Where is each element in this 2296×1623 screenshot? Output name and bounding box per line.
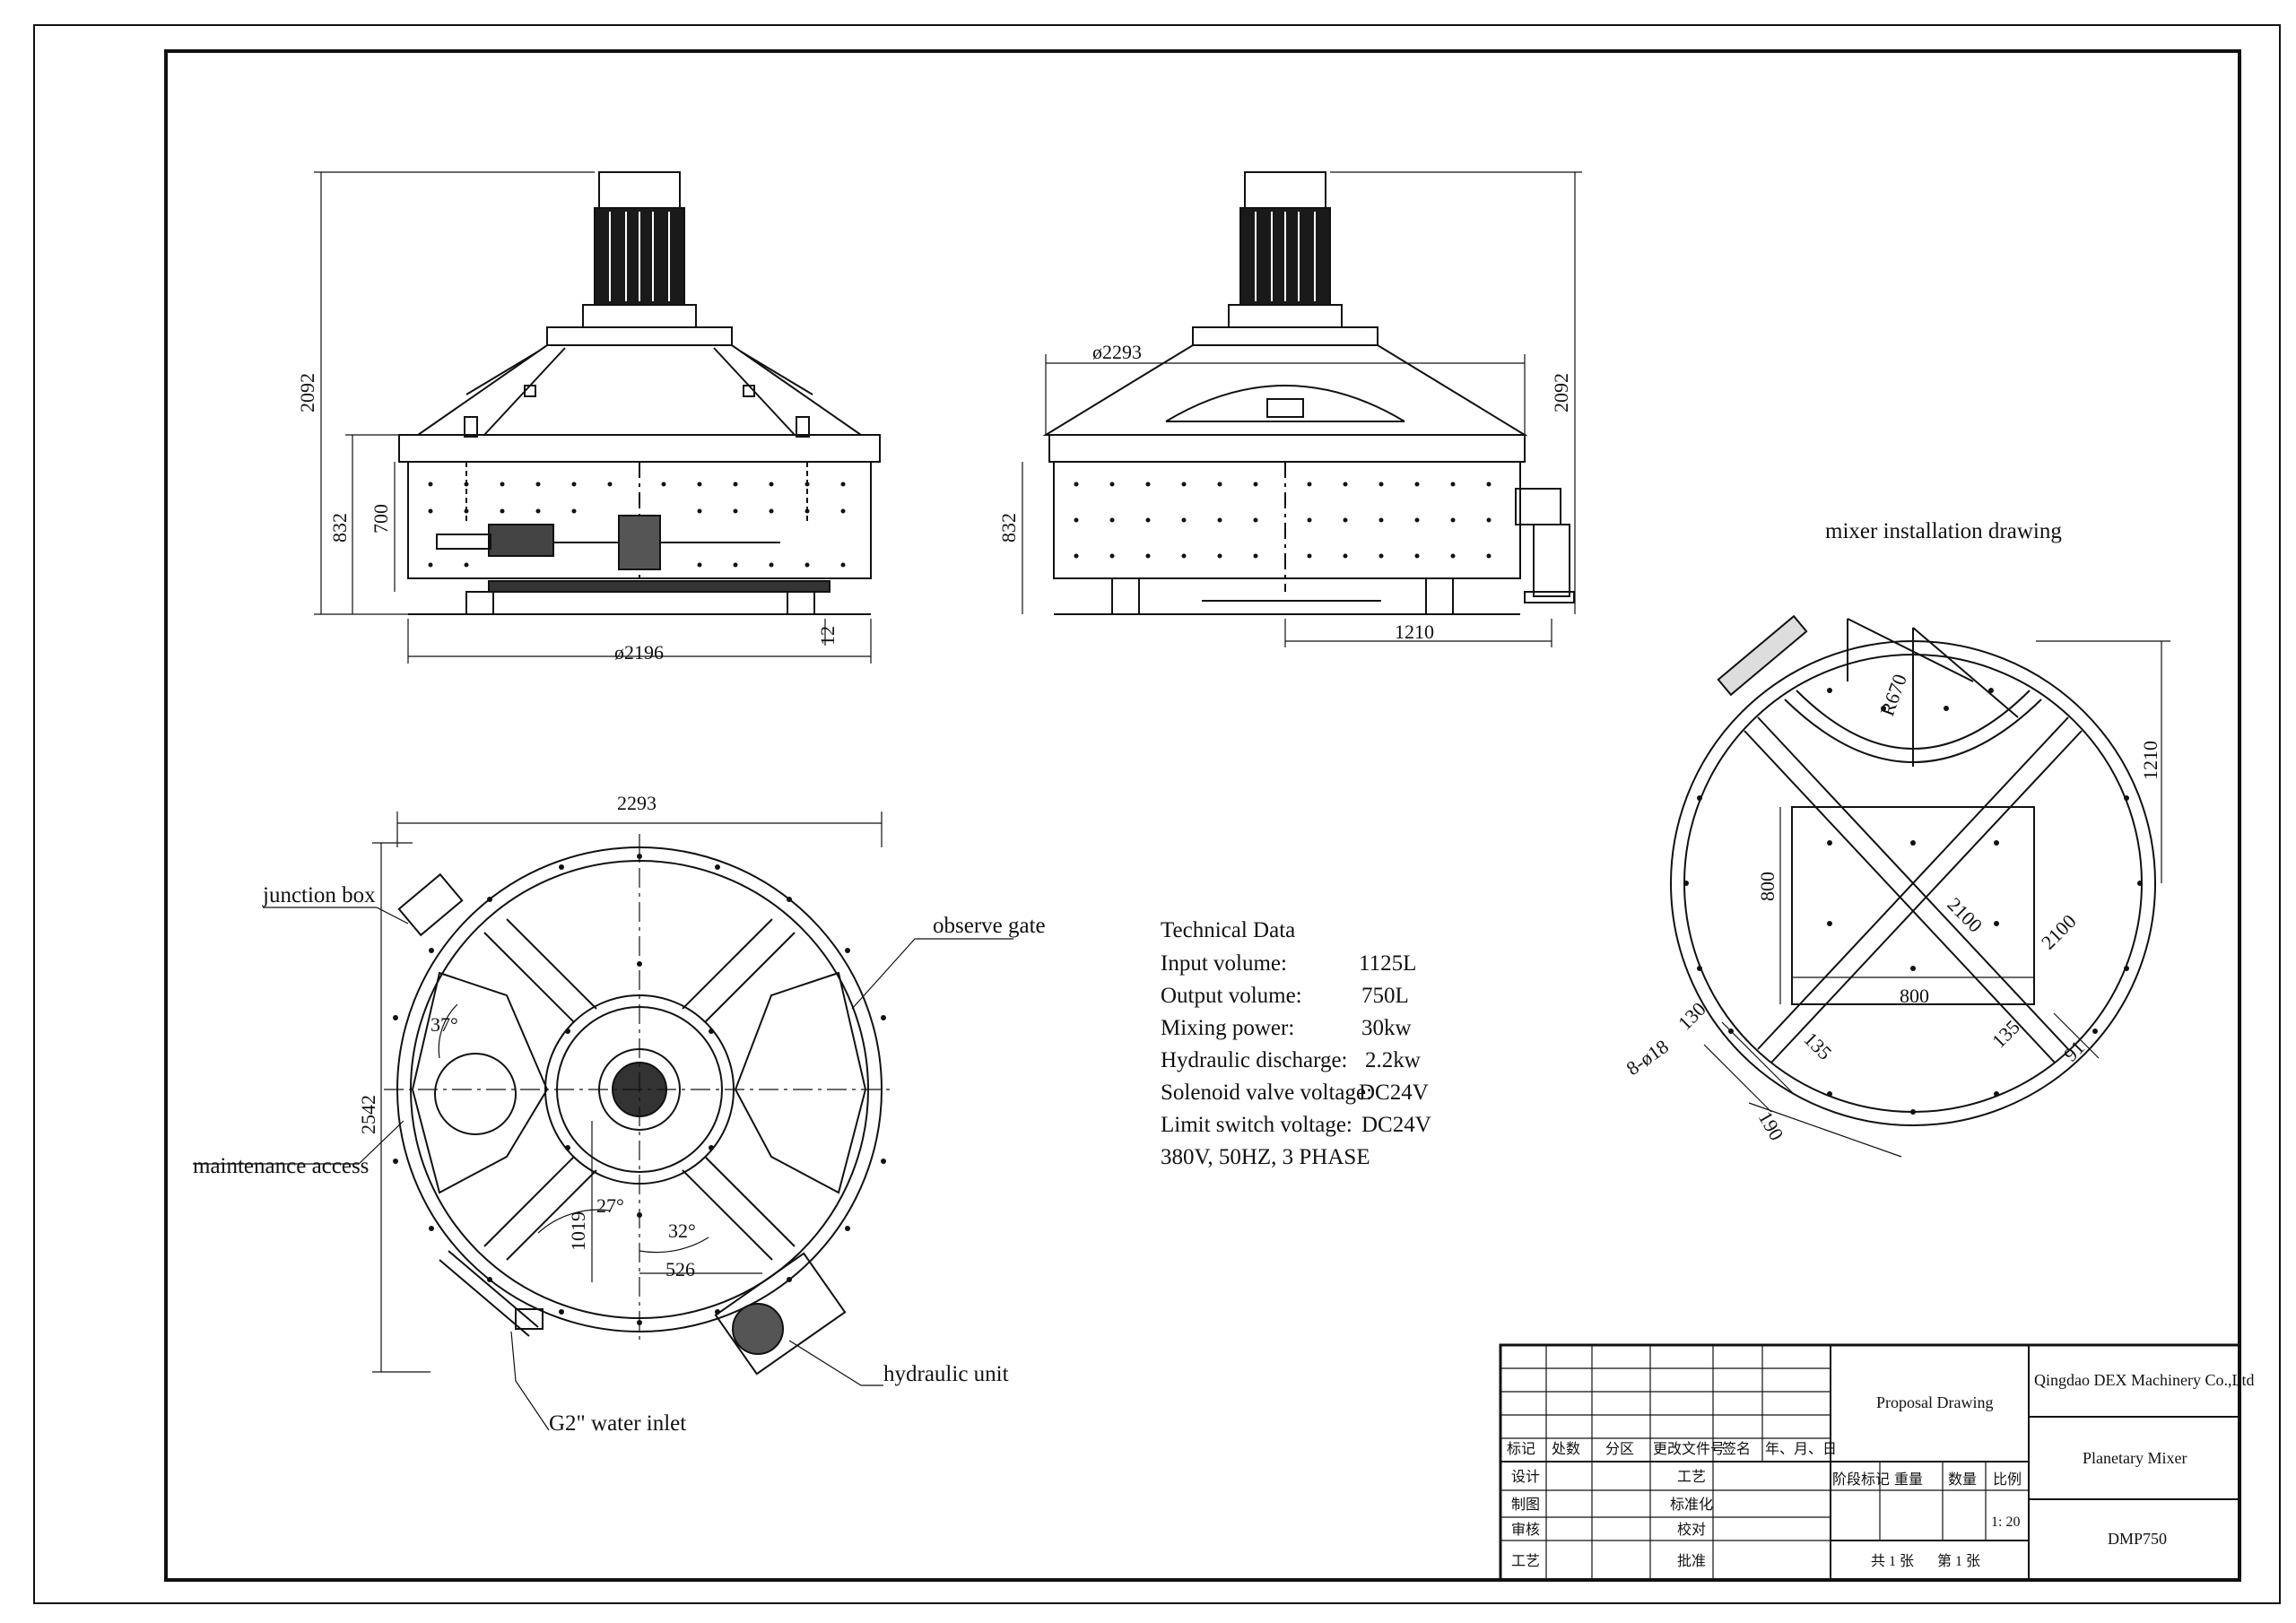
tb-header-count: 处数 — [1552, 1441, 1580, 1457]
tb-role-process: 工艺 — [1511, 1553, 1540, 1569]
side-offset-1210: 1210 — [1395, 621, 1434, 643]
install-diag-2100-b: 2100 — [2037, 910, 2081, 954]
tech-label-output: Output volume: — [1161, 984, 1302, 1008]
tb-scale-value: 1: 20 — [1991, 1515, 2020, 1530]
install-radius-670: R670 — [1875, 671, 1911, 718]
tb-header-signature: 签名 — [1722, 1441, 1751, 1457]
tb-role-standardization: 标准化 — [1670, 1497, 1713, 1513]
tb-scale-header: 比例 — [1993, 1471, 2022, 1488]
install-pad-135-b: 135 — [1987, 1016, 2024, 1053]
top-depth-2542: 2542 — [357, 1095, 379, 1134]
tb-role-proofread: 校对 — [1677, 1522, 1706, 1538]
tb-weight: 重量 — [1894, 1471, 1923, 1488]
top-angle-32: 32° — [668, 1219, 696, 1242]
top-width-2293: 2293 — [617, 792, 657, 814]
top-angle-37: 37° — [430, 1013, 458, 1036]
outer-border — [33, 24, 2281, 1604]
tb-sheet-number: 第 1 张 — [1937, 1553, 1980, 1569]
tb-header-date: 年、月、日 — [1765, 1441, 1837, 1457]
top-arm-span-526: 526 — [665, 1258, 695, 1280]
top-arm-1019: 1019 — [567, 1211, 589, 1251]
install-diag-2100-a: 2100 — [1943, 893, 1987, 937]
tech-label-input: Input volume: — [1161, 951, 1287, 976]
tb-stage-mark: 阶段标记 — [1832, 1471, 1890, 1488]
top-plan-view — [384, 834, 895, 1376]
tb-product: Planetary Mixer — [2083, 1449, 2187, 1467]
top-plan-bolts — [393, 854, 886, 1325]
top-angle-27: 27° — [596, 1194, 624, 1217]
side-elevation-dimensions — [1022, 171, 1582, 647]
tb-role-drafting: 制图 — [1511, 1497, 1540, 1513]
install-bolts-8-18: 8-ø18 — [1622, 1035, 1673, 1080]
tech-label-mixing-power: Mixing power: — [1161, 1016, 1294, 1040]
tb-header-zone: 分区 — [1605, 1441, 1634, 1457]
tb-sheet-count: 共 1 张 — [1871, 1553, 1914, 1569]
installation-dimensions — [1703, 640, 2170, 1158]
tech-value-input: 1125L — [1359, 951, 1416, 976]
tb-quantity: 数量 — [1948, 1471, 1977, 1488]
install-pad-91: 91 — [2059, 1036, 2089, 1065]
tech-power-supply: 380V, 50HZ, 3 PHASE — [1161, 1145, 1370, 1169]
label-water-inlet: G2" water inlet — [549, 1411, 686, 1436]
tb-header-mark: 标记 — [1507, 1441, 1535, 1457]
tech-value-mixing-power: 30kw — [1361, 1016, 1412, 1040]
install-offset-1210: 1210 — [2139, 741, 2161, 780]
side-elevation-bolts — [1074, 482, 1492, 559]
tb-role-design: 设计 — [1511, 1469, 1540, 1485]
tech-label-solenoid: Solenoid valve voltage: — [1161, 1081, 1372, 1105]
tb-role-approve: 批准 — [1677, 1553, 1706, 1569]
technical-data-title: Technical Data — [1161, 918, 1295, 942]
front-height-832: 832 — [328, 513, 351, 542]
tech-value-hydraulic: 2.2kw — [1365, 1048, 1421, 1072]
label-observe-gate: observe gate — [933, 914, 1046, 938]
installation-title: mixer installation drawing — [1825, 519, 2062, 543]
tech-value-solenoid: DC24V — [1359, 1081, 1429, 1105]
tb-model: DMP750 — [2108, 1530, 2167, 1548]
tb-header-change-doc: 更改文件号 — [1653, 1441, 1725, 1457]
label-hydraulic-unit: hydraulic unit — [883, 1362, 1009, 1386]
front-diameter-2196: ø2196 — [614, 641, 664, 664]
side-elevation-view — [1042, 171, 1575, 615]
install-pad-135-a: 135 — [1799, 1028, 1836, 1064]
tb-role-process-right: 工艺 — [1677, 1469, 1706, 1485]
front-height-700: 700 — [370, 504, 392, 534]
label-maintenance-access: maintenance access — [193, 1154, 369, 1178]
install-square-800-v: 800 — [1756, 872, 1779, 901]
title-block-grid — [1499, 1343, 2241, 1582]
title-block-text: 标记 处数 分区 更改文件号 签名 年、月、日 设计 制图 审核 工艺 工艺 标… — [1507, 1371, 2254, 1569]
tb-company: Qingdao DEX Machinery Co.,Ltd — [2034, 1371, 2254, 1389]
tb-drawing-type: Proposal Drawing — [1876, 1393, 1993, 1411]
tech-value-output: 750L — [1361, 984, 1409, 1008]
install-pad-190: 190 — [1754, 1107, 1788, 1144]
side-cover-diameter-2293: ø2293 — [1092, 341, 1142, 363]
front-elevation-bolts — [428, 482, 846, 568]
front-foot-12: 12 — [816, 626, 839, 646]
front-height-2092: 2092 — [296, 373, 318, 412]
side-height-832: 832 — [997, 513, 1020, 542]
tb-role-review: 审核 — [1511, 1522, 1540, 1538]
tech-value-limit-switch: DC24V — [1361, 1113, 1431, 1137]
tech-label-limit-switch: Limit switch voltage: — [1161, 1113, 1352, 1137]
tech-label-hydraulic: Hydraulic discharge: — [1161, 1048, 1348, 1072]
front-elevation-view — [398, 171, 881, 615]
technical-data-block: Technical Data Input volume: 1125L Outpu… — [1161, 918, 1431, 1169]
label-junction-box: junction box — [262, 883, 376, 907]
side-height-2092: 2092 — [1550, 373, 1572, 412]
installation-bolts — [1683, 688, 2143, 1115]
install-pad-130: 130 — [1674, 998, 1710, 1035]
top-plan-dimensions — [193, 812, 1013, 1431]
inner-frame — [164, 49, 2241, 1582]
install-square-800-h: 800 — [1900, 985, 1929, 1007]
front-elevation-dimensions — [314, 171, 872, 664]
